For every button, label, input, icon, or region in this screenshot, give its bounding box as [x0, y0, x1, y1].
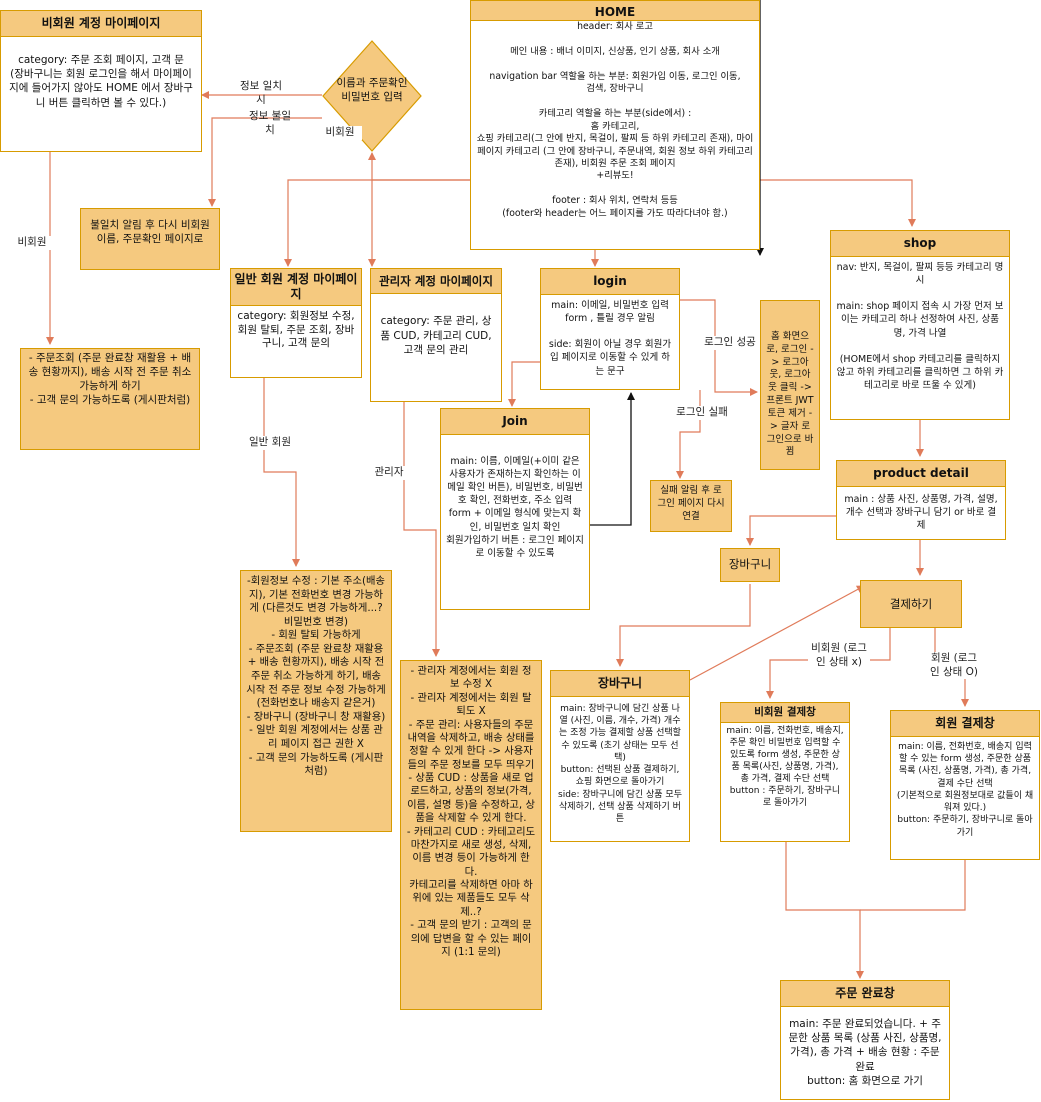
node-cart-small: 장바구니: [720, 548, 780, 582]
node-guest-pay-body: main: 이름, 전화번호, 배송지, 주문 확인 비밀번호 입력할 수 있도…: [726, 726, 844, 809]
edge-detail-to-cart-small: [746, 515, 836, 546]
node-login-title: login: [541, 269, 679, 295]
node-home: HOME header: 회사 로고 메인 내용 : 배너 이미지, 신상품, …: [470, 0, 760, 250]
node-guest-pay-title: 비회원 결제창: [721, 703, 849, 724]
edge-login-fail: [676, 390, 701, 479]
node-shop-title: shop: [831, 231, 1009, 257]
edge-home-to-shop: [752, 179, 916, 227]
edge-home-to-diamond: [368, 152, 470, 181]
node-login-success: 홈 화면으로, 로그인 -> 로그아웃, 로그아웃 클릭 -> 프론트 JWT …: [760, 300, 820, 470]
node-guest-pay: 비회원 결제창 main: 이름, 전화번호, 배송지, 주문 확인 비밀번호 …: [720, 702, 850, 842]
node-order-done: 주문 완료창 main: 주문 완료되었습니다. + 주문한 상품 목록 (상품…: [780, 980, 950, 1100]
edge-label-guest: 비회원: [318, 126, 362, 140]
node-product-detail-title: product detail: [837, 461, 1005, 487]
edge-member-to-detail: [263, 378, 300, 567]
node-member-mypage-title: 일반 회원 계정 마이페이지: [231, 269, 361, 306]
node-member-mypage: 일반 회원 계정 마이페이지 category: 회원정보 수정, 회원 탈퇴,…: [230, 268, 362, 378]
node-join-body: main: 이름, 이메일(+이미 같은 사용자가 존재하는지 확인하는 이메일…: [446, 456, 584, 559]
node-member-detail: -회원정보 수정 : 기본 주소(배송지), 기본 전화번호 변경 가능하게 (…: [240, 570, 392, 832]
node-member-pay-body: main: 이름, 전화번호, 배송지 입력할 수 있는 form 생성, 주문…: [896, 742, 1034, 838]
node-guest-mypage-body: category: 주문 조회 페이지, 고객 문 (장바구니는 회원 로그인을…: [9, 54, 193, 109]
edge-label-guest-side: 비회원: [10, 236, 54, 250]
edge-label-admin: 관리자: [366, 466, 412, 480]
node-join-title: Join: [441, 409, 589, 435]
edge-login-to-join: [508, 361, 540, 407]
diamond-text: 이름과 주문확인 비밀번호 입력: [336, 77, 408, 104]
node-admin-detail: - 관리자 계정에서는 회원 정보 수정 X - 관리자 계정에서는 회원 탈퇴…: [400, 660, 542, 1010]
node-admin-mypage-body: category: 주문 관리, 상품 CUD, 카테고리 CUD, 고객 문의…: [380, 315, 492, 356]
edge-label-member: 일반 회원: [242, 436, 298, 450]
edge-label-login-fail: 로그인 실패: [672, 406, 732, 420]
node-admin-mypage-title: 관리자 계정 마이페이지: [371, 269, 501, 295]
edge-label-mismatch: 정보 불일 치: [249, 110, 291, 136]
node-home-body: header: 회사 로고 메인 내용 : 배너 이미지, 신상품, 인기 상품…: [476, 21, 754, 219]
node-guest-detail: - 주문조회 (주문 완료창 재활용 + 배송 현황까지), 배송 시작 전 주…: [20, 348, 200, 450]
node-product-detail-body: main : 상품 사진, 상품명, 가격, 설명, 개수 선택과 장바구니 담…: [844, 494, 998, 532]
edge-label-login-ok: 로그인 성공: [700, 336, 760, 350]
node-guest-mypage-title: 비회원 계정 마이페이지: [1, 11, 201, 37]
node-pay: 결제하기: [860, 580, 962, 628]
node-order-done-body: main: 주문 완료되었습니다. + 주문한 상품 목록 (상품 사진, 상품…: [788, 1018, 942, 1087]
edge-member-pay-to-done: [860, 860, 966, 911]
node-guest-mypage: 비회원 계정 마이페이지 category: 주문 조회 페이지, 고객 문 (…: [0, 10, 202, 152]
edge-label-match: 정보 일치 시: [240, 80, 282, 106]
node-admin-mypage: 관리자 계정 마이페이지 category: 주문 관리, 상품 CUD, 카테…: [370, 268, 502, 402]
edge-diamond-to-mismatch: [208, 117, 322, 207]
node-product-detail: product detail main : 상품 사진, 상품명, 가격, 설명…: [836, 460, 1006, 540]
edge-label-member-state: 회원 (로그 인 상태 O): [924, 652, 984, 680]
node-shop: shop nav: 반지, 목걸이, 팔찌 등등 카테고리 명시 main: s…: [830, 230, 1010, 420]
edge-cart-to-pay: [689, 585, 865, 681]
edge-join-to-login-dark: [590, 392, 635, 526]
edge-guest-pay-to-done: [785, 842, 864, 979]
node-cart-title: 장바구니: [551, 671, 689, 697]
node-cart: 장바구니 main: 장바구니에 담긴 상품 나열 (사진, 이름, 개수, 가…: [550, 670, 690, 842]
edge-home-to-member: [284, 179, 470, 267]
node-join: Join main: 이름, 이메일(+이미 같은 사용자가 존재하는지 확인하…: [440, 408, 590, 610]
node-shop-body: nav: 반지, 목걸이, 팔찌 등등 카테고리 명시 main: shop 페…: [836, 262, 1004, 391]
edge-label-guest-state: 비회원 (로그 인 상태 x): [808, 642, 870, 670]
node-member-pay: 회원 결제창 main: 이름, 전화번호, 배송지 입력할 수 있는 form…: [890, 710, 1040, 860]
node-order-done-title: 주문 완료창: [781, 981, 949, 1007]
node-login: login main: 이메일, 비밀번호 입력 form , 틀릴 경우 알림…: [540, 268, 680, 390]
node-mismatch: 불일치 알림 후 다시 비회원 이름, 주문확인 페이지로: [80, 208, 220, 270]
diamond-shape: [322, 40, 422, 152]
edge-admin-to-detail: [403, 402, 440, 657]
node-login-body: main: 이메일, 비밀번호 입력 form , 틀릴 경우 알림 side:…: [548, 300, 672, 377]
node-member-pay-title: 회원 결제창: [891, 711, 1039, 737]
node-home-title: HOME: [471, 1, 759, 21]
node-member-mypage-body: category: 회원정보 수정, 회원 탈퇴, 주문 조회, 장바구니, 고…: [237, 310, 355, 350]
edge-cart-small-to-cart: [616, 584, 751, 667]
node-login-fail: 실패 알림 후 로그인 페이지 다시 연결: [650, 480, 732, 532]
node-cart-body: main: 장바구니에 담긴 상품 나열 (사진, 이름, 개수, 가격) 개수…: [558, 704, 682, 825]
